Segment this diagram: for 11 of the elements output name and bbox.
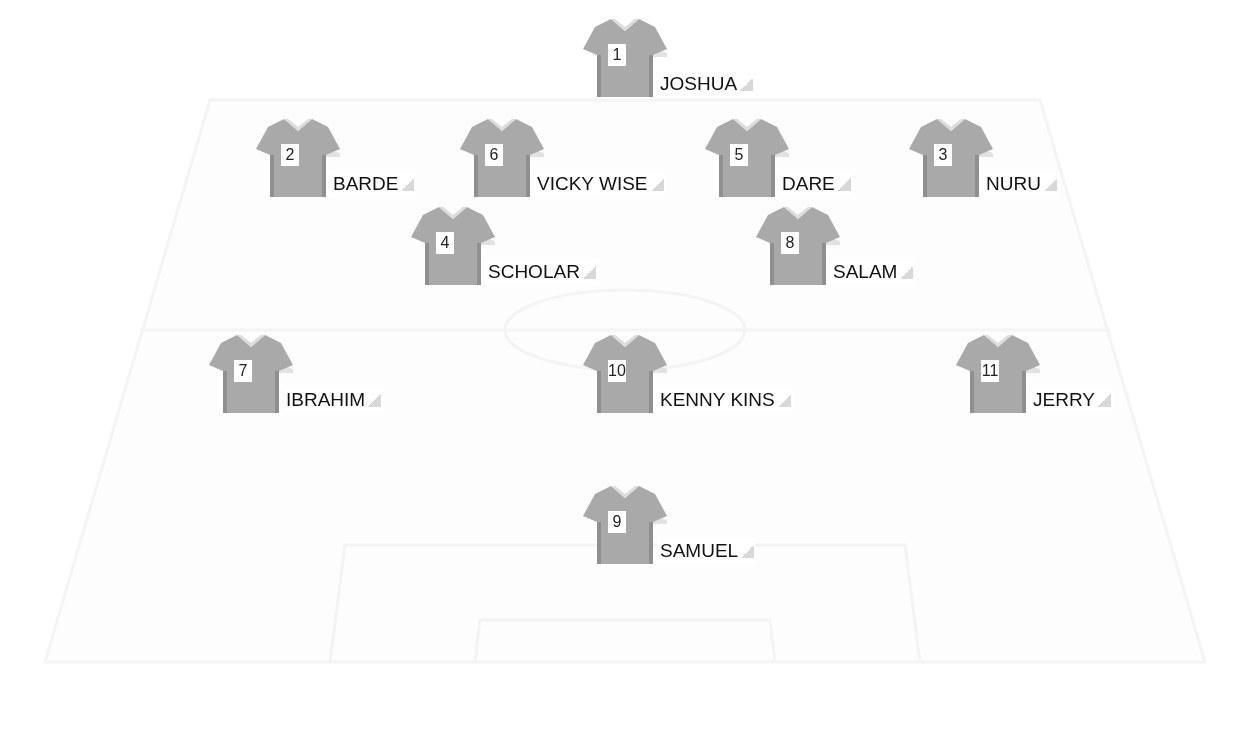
shirt-number: 11: [981, 360, 999, 382]
shirt-number: 3: [934, 144, 952, 166]
shirt-number: 10: [608, 360, 626, 382]
shirt-number: 5: [730, 144, 748, 166]
shirt-number: 1: [608, 44, 626, 66]
shirt-number: 8: [781, 232, 799, 254]
shirt-number: 6: [485, 144, 503, 166]
shirt-number: 2: [281, 144, 299, 166]
shirt-number: 9: [608, 511, 626, 533]
shirt-number: 7: [234, 360, 252, 382]
shirt-number: 4: [436, 232, 454, 254]
